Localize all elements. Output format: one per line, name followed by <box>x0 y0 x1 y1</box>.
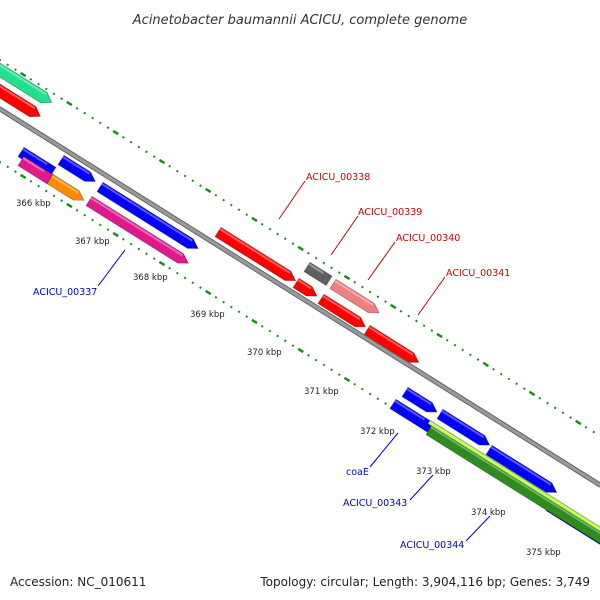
gene-label-acicu-00340[interactable]: ACICU_00340 <box>396 233 460 244</box>
gene-label-acicu-00337[interactable]: ACICU_00337 <box>33 287 97 298</box>
genome-backbone <box>0 106 600 488</box>
tick-label-375: 375 kbp <box>526 548 561 558</box>
cds-blue-arrow-c[interactable] <box>96 181 201 253</box>
cds-red-arrow-c[interactable] <box>317 293 368 331</box>
cds-pink-arrow-b[interactable] <box>85 195 191 268</box>
gene-label-acicu-00339[interactable]: ACICU_00339 <box>358 207 422 218</box>
cds-acicu-00340-arrow[interactable] <box>329 278 382 317</box>
tick-label-369: 369 kbp <box>190 310 225 320</box>
tick-label-372: 372 kbp <box>360 427 395 437</box>
cds-acicu-00343-arrow[interactable] <box>436 408 492 449</box>
cds-green-arrow[interactable] <box>425 424 600 553</box>
tick-label-366: 366 kbp <box>16 199 51 209</box>
tick-label-371: 371 kbp <box>304 387 339 397</box>
cds-teal-arrow[interactable] <box>0 61 55 108</box>
gene-label-acicu-00343[interactable]: ACICU_00343 <box>343 498 407 509</box>
gene-labels: ACICU_00337 ACICU_00338 ACICU_00339 ACIC… <box>33 172 510 551</box>
gene-label-acicu-00341[interactable]: ACICU_00341 <box>446 268 510 279</box>
cds-orange-arrow[interactable] <box>46 173 87 205</box>
cds-acicu-00344-arrow[interactable] <box>485 444 560 497</box>
cds-coae-arrow[interactable] <box>389 398 434 433</box>
tick-label-374: 374 kbp <box>471 508 506 518</box>
cds-lime-arrow[interactable] <box>427 419 600 540</box>
gene-label-acicu-00338[interactable]: ACICU_00338 <box>306 172 370 183</box>
cds-acicu-00339-arrow[interactable] <box>303 261 333 287</box>
genome-summary-text: Topology: circular; Length: 3,904,116 bp… <box>259 575 590 589</box>
cds-red-arrow-top[interactable] <box>0 82 44 122</box>
map-title: Acinetobacter baumannii ACICU, complete … <box>132 13 467 28</box>
cds-acicu-00338-arrow[interactable] <box>214 226 298 285</box>
tick-label-370: 370 kbp <box>247 348 282 358</box>
cds-acicu-00341-arrow[interactable] <box>363 324 422 367</box>
tick-dots-outer <box>0 58 596 434</box>
cds-blue-arrow-d[interactable] <box>401 386 440 416</box>
tick-label-367: 367 kbp <box>75 237 110 247</box>
feature-arrows <box>0 61 600 553</box>
tick-labels: 366 kbp 367 kbp 368 kbp 369 kbp 370 kbp … <box>16 199 561 558</box>
tick-label-368: 368 kbp <box>133 273 168 283</box>
cds-blue-arrow-b[interactable] <box>57 154 98 186</box>
accession-text: Accession: NC_010611 <box>10 575 146 589</box>
cds-red-arrow-small[interactable] <box>292 277 320 300</box>
cds-pink-arrow-a[interactable] <box>17 155 54 185</box>
tick-label-373: 373 kbp <box>416 467 451 477</box>
gene-label-coae[interactable]: coaE <box>346 467 369 478</box>
gene-label-acicu-00344[interactable]: ACICU_00344 <box>400 540 464 551</box>
